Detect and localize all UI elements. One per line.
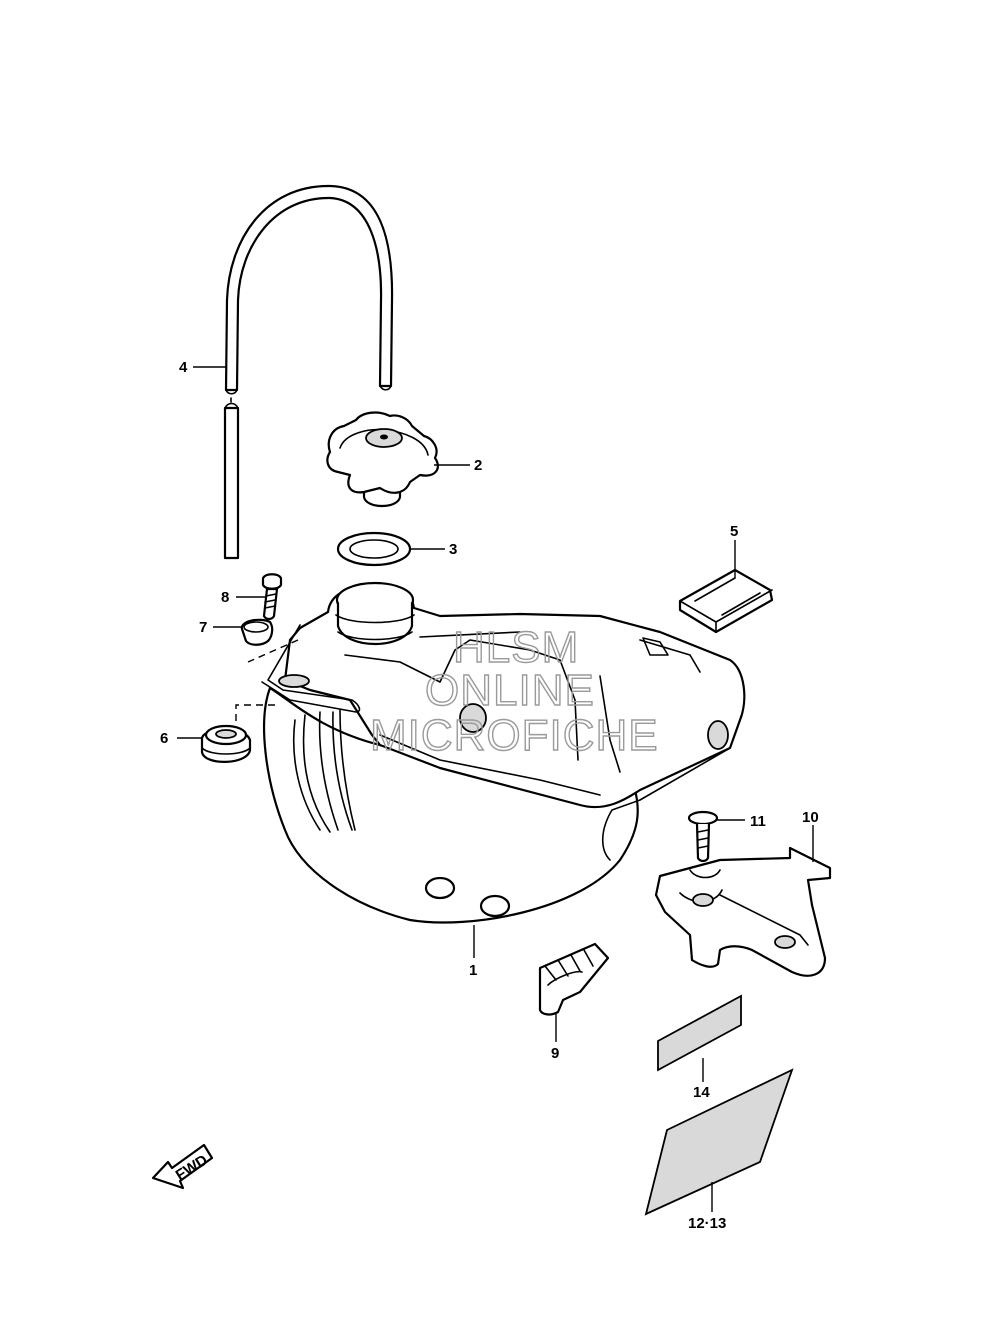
callout-14: 14 (693, 1084, 710, 1101)
fuel-cap-part (326, 411, 439, 508)
callout-1: 1 (469, 962, 477, 979)
screw-part (687, 810, 719, 863)
cover-part (538, 942, 610, 1016)
assembly-dash-line (235, 639, 299, 724)
decal-part (644, 1068, 794, 1216)
callout-6: 6 (160, 730, 168, 747)
watermark-line-1: HLSM (453, 623, 579, 672)
callout-3: 3 (449, 541, 457, 558)
bracket-part (654, 846, 832, 977)
watermark-line-2: ONLINE (425, 666, 595, 715)
leader-lines (177, 366, 814, 1212)
collar-part (240, 618, 274, 646)
callout-10: 10 (802, 809, 819, 826)
clip-part (678, 568, 774, 634)
callout-5: 5 (730, 523, 738, 540)
callout-2: 2 (474, 457, 482, 474)
breather-hose-part (223, 184, 394, 560)
cap-gasket-part (336, 531, 412, 567)
callout-8: 8 (221, 589, 229, 606)
callout-12-13: 12·13 (688, 1215, 726, 1232)
callout-11: 11 (750, 813, 766, 830)
watermark-line-3: MICROFICHE (370, 711, 659, 760)
callout-4: 4 (179, 359, 188, 376)
bolt-part (261, 573, 283, 621)
fwd-arrow-icon: FWD (151, 1143, 214, 1190)
label-part (657, 994, 742, 1072)
callout-9: 9 (551, 1045, 559, 1062)
cushion-grommet-part (200, 724, 252, 763)
watermark: HLSM ONLINE MICROFICHE (369, 622, 659, 760)
callout-7: 7 (199, 619, 207, 636)
fuel-tank-part (261, 581, 746, 924)
